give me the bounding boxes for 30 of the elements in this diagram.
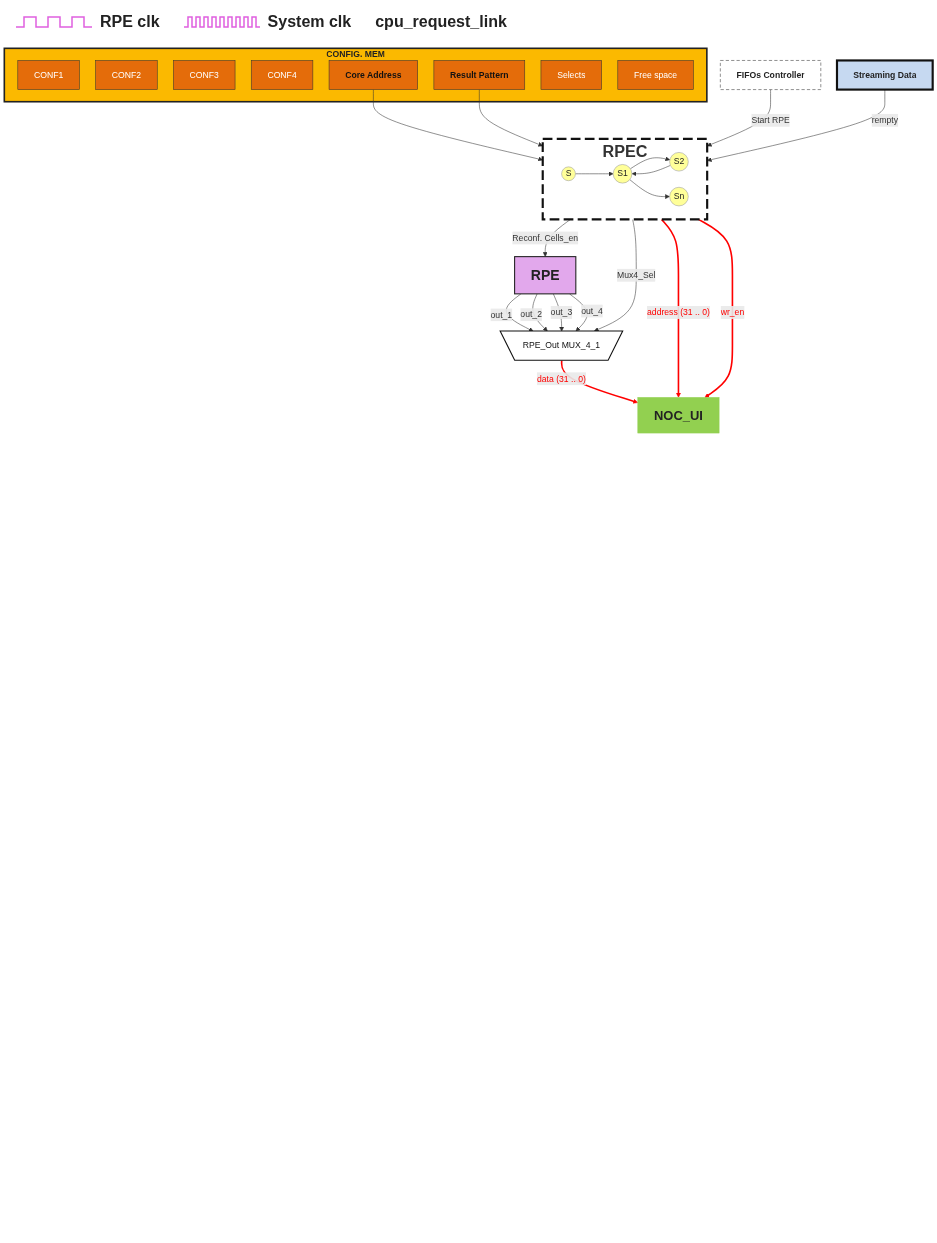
node-box: CONF3 bbox=[173, 60, 236, 90]
signal-label: System clk bbox=[267, 13, 352, 31]
node-box: NOC_UI bbox=[637, 397, 720, 434]
node-box: Result Pattern bbox=[433, 60, 526, 90]
edge-label: wr_en bbox=[720, 307, 745, 317]
edge-label: rempty bbox=[871, 115, 899, 125]
node-box: RPE bbox=[514, 256, 577, 295]
edge-label: data (31 .. 0) bbox=[536, 373, 586, 384]
node-box: Core Address bbox=[328, 60, 418, 90]
node-circle: S1 bbox=[612, 164, 633, 184]
edge-label: address (31 .. 0) bbox=[647, 307, 710, 317]
node-circle: Sn bbox=[669, 187, 689, 207]
node-circle: S2 bbox=[669, 152, 689, 172]
edge-label: Start RPE bbox=[751, 115, 790, 125]
edge-label: out_4 bbox=[581, 306, 603, 316]
edge-label: Mux4_Sel bbox=[617, 270, 656, 280]
node-circle: S bbox=[561, 166, 576, 181]
edge-label: out_3 bbox=[550, 307, 573, 317]
node-box: CONF4 bbox=[250, 60, 314, 90]
edge-label: out_2 bbox=[520, 309, 542, 319]
node-box: Free space bbox=[617, 60, 694, 90]
signal-label: RPE clk bbox=[100, 13, 160, 31]
node-box: CONF1 bbox=[17, 60, 80, 90]
signal-label: cpu_request_link bbox=[375, 13, 507, 31]
edge-label: out_1 bbox=[490, 310, 513, 320]
node-box: CONF2 bbox=[95, 60, 158, 90]
node-box: FIFOs Controller bbox=[720, 60, 822, 90]
node-box: Streaming Data bbox=[835, 59, 934, 91]
edge-label: Reconf. Cells_en bbox=[512, 233, 579, 243]
node-box: Selects bbox=[540, 60, 602, 90]
